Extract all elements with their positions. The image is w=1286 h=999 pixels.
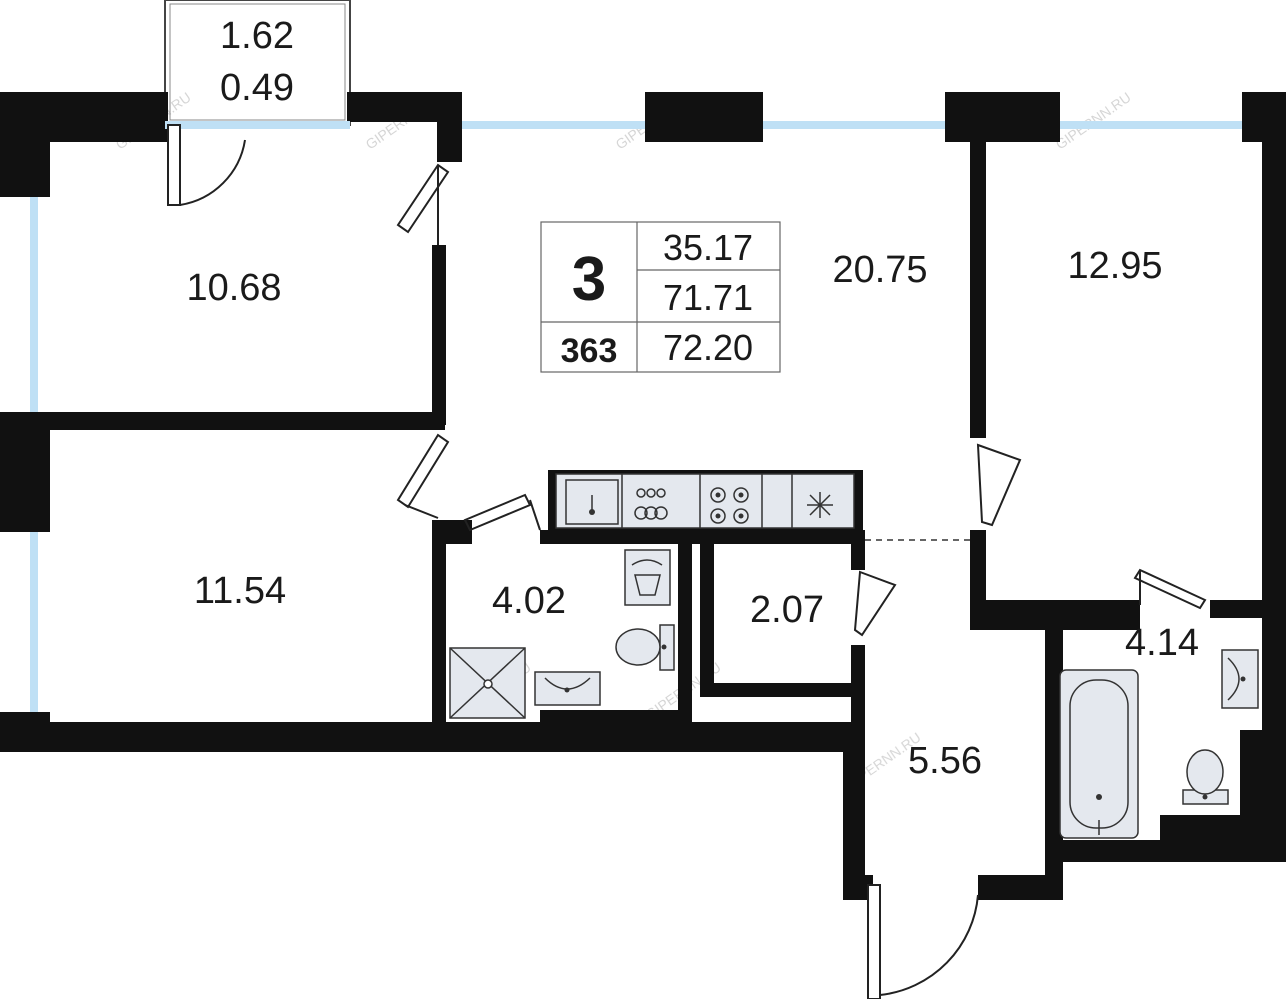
wall-top-partition [437, 92, 462, 162]
wall-bottom-left [0, 722, 860, 752]
toilet-icon [1182, 749, 1229, 805]
door-storage [853, 570, 897, 637]
room-label-living-kitchen: 20.75 [832, 249, 927, 291]
door-bedroom-top-left [396, 163, 450, 245]
wall-storage-top [700, 530, 865, 544]
bathtub-icon [1059, 669, 1139, 839]
room-label-storage: 2.07 [750, 589, 824, 631]
washbasin-icon [534, 671, 601, 706]
apartment-info-card: 3 363 35.17 71.71 72.20 [540, 221, 781, 373]
wall-storage-right-top [851, 530, 865, 570]
window-bedroom-top-left [30, 197, 38, 412]
shower-bathroom-fixtures [449, 549, 675, 719]
window-bedroom-bottom-left [30, 532, 38, 712]
kitchen-counter [548, 470, 863, 532]
wall-hall-bottom-right [978, 875, 1063, 900]
sink-icon [565, 479, 619, 525]
window-living-1 [462, 121, 645, 129]
window-living-2 [763, 121, 945, 129]
toilet-icon [615, 624, 675, 671]
wall-between-bedrooms [40, 412, 445, 430]
washing-machine-icon [624, 549, 671, 606]
wall-shower-top [540, 530, 700, 544]
wall-hall-left [843, 735, 865, 900]
room-label-bedroom-top-left: 10.68 [186, 267, 281, 309]
room-label-bedroom-bottom-left: 11.54 [194, 570, 286, 612]
room-label-bathroom-shower: 4.02 [492, 580, 566, 622]
balcony-inner [169, 3, 346, 121]
window-bedroom-right [1060, 121, 1242, 129]
wall-bath-shaft [1240, 730, 1286, 862]
rooms-count: 3 [572, 245, 606, 314]
room-label-hallway: 5.56 [908, 740, 982, 782]
balcony-reduced-area-label: 0.49 [220, 67, 294, 109]
wall-left-middle [0, 412, 50, 532]
wall-storage-left [700, 530, 714, 690]
wall-top-middle [645, 92, 763, 142]
wall-shower-top-left [432, 520, 472, 544]
wall-living-left-lower [432, 520, 446, 735]
washbasin-icon [1221, 649, 1259, 709]
door-balcony [167, 124, 246, 206]
wall-storage-bottom [700, 683, 865, 697]
door-right-bedroom [976, 443, 1022, 527]
fridge-snowflake-icon [807, 492, 833, 518]
room-labels: 1.62 0.49 10.68 11.54 20.75 12.95 4.02 2… [186, 15, 1199, 782]
walls [0, 92, 1286, 900]
room-label-bathroom-tub: 4.14 [1125, 622, 1199, 664]
wall-right-bedroom-left-lower [970, 530, 986, 620]
living-area: 35.17 [663, 227, 753, 268]
wall-storage-right-bottom [851, 645, 865, 735]
tub-bathroom-fixtures [1059, 649, 1259, 839]
doors [167, 124, 1207, 999]
dishwasher-icon [634, 488, 668, 520]
window-balcony [165, 121, 350, 129]
wall-bath-shaft-bottom [1160, 815, 1250, 840]
total-with-balcony: 72.20 [663, 327, 753, 368]
door-bathroom-tub [1133, 568, 1207, 610]
wall-bath-bottom [1045, 840, 1286, 862]
wall-right-bedroom-bottom-b [1210, 600, 1286, 618]
cooktop-icon [710, 487, 749, 524]
info-card-frame [540, 221, 781, 373]
wall-bath-left [1045, 620, 1063, 900]
door-entrance [867, 884, 979, 999]
wall-living-left-upper [432, 245, 446, 425]
wall-right-bedroom-left [970, 138, 986, 438]
door-bedroom-bottom-left [396, 433, 450, 519]
door-shower-bathroom [463, 493, 541, 532]
wall-shower-right [678, 530, 692, 730]
wall-shower-bottom [540, 710, 690, 724]
watermark: GIPERNN.RU [1053, 89, 1134, 153]
apartment-number: 363 [561, 332, 618, 370]
windows [30, 121, 1242, 712]
total-area: 71.71 [663, 277, 753, 318]
room-label-bedroom-right: 12.95 [1067, 245, 1162, 287]
wall-left-top [0, 92, 50, 197]
shower-tray-icon [449, 647, 526, 719]
balcony-area-label: 1.62 [220, 15, 294, 57]
wall-top-right [945, 92, 1060, 142]
